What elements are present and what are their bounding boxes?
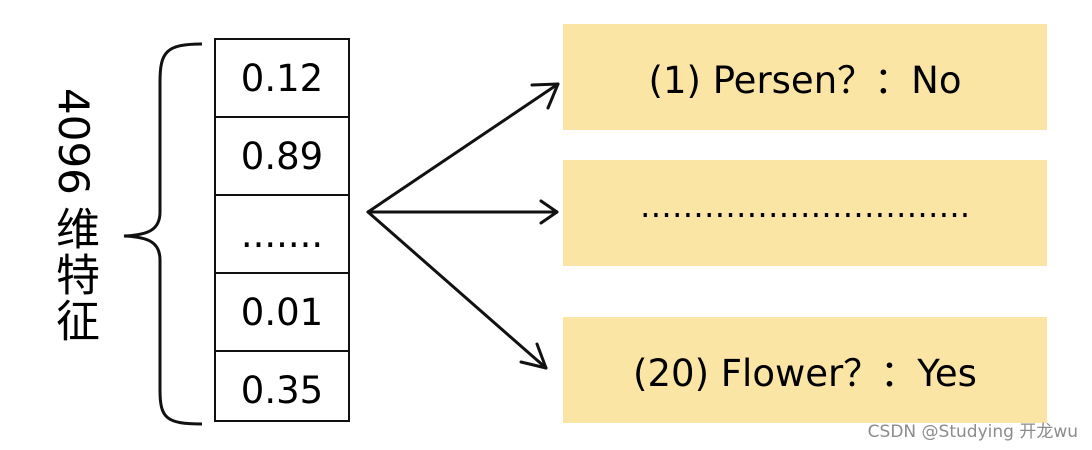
left-brace: [123, 42, 203, 426]
vector-cell: .......: [216, 196, 348, 274]
arrowhead-2: [539, 199, 559, 225]
dimension-number: 4096: [49, 88, 98, 195]
arrowhead-1: [530, 82, 560, 110]
output-text: (1) Persen？：No: [648, 59, 962, 102]
arrow-to-output-1: [366, 82, 560, 214]
vector-cell: 0.01: [216, 274, 348, 352]
vector-cell: 0.89: [216, 118, 348, 196]
output-text: (20) Flower？：Yes: [633, 352, 977, 395]
vector-cell: 0.35: [240, 368, 324, 412]
output-box-person: (1) Persen？：No: [563, 24, 1047, 130]
feature-vector: 0.12 0.89 ....... 0.01 0.35: [214, 38, 350, 422]
feature-dimension-label: 4096 维特征: [48, 88, 99, 378]
dimension-text: 维特征: [48, 206, 99, 344]
arrow-to-output-3: [366, 210, 548, 370]
output-box-flower: (20) Flower？：Yes: [563, 317, 1047, 423]
arrowhead-3: [519, 342, 548, 370]
output-box-ellipsis: ………………………….: [563, 160, 1047, 266]
vector-cell: 0.12: [216, 40, 348, 118]
watermark: CSDN @Studying 开龙wu: [867, 422, 1078, 442]
output-text: ………………………….: [639, 187, 971, 225]
